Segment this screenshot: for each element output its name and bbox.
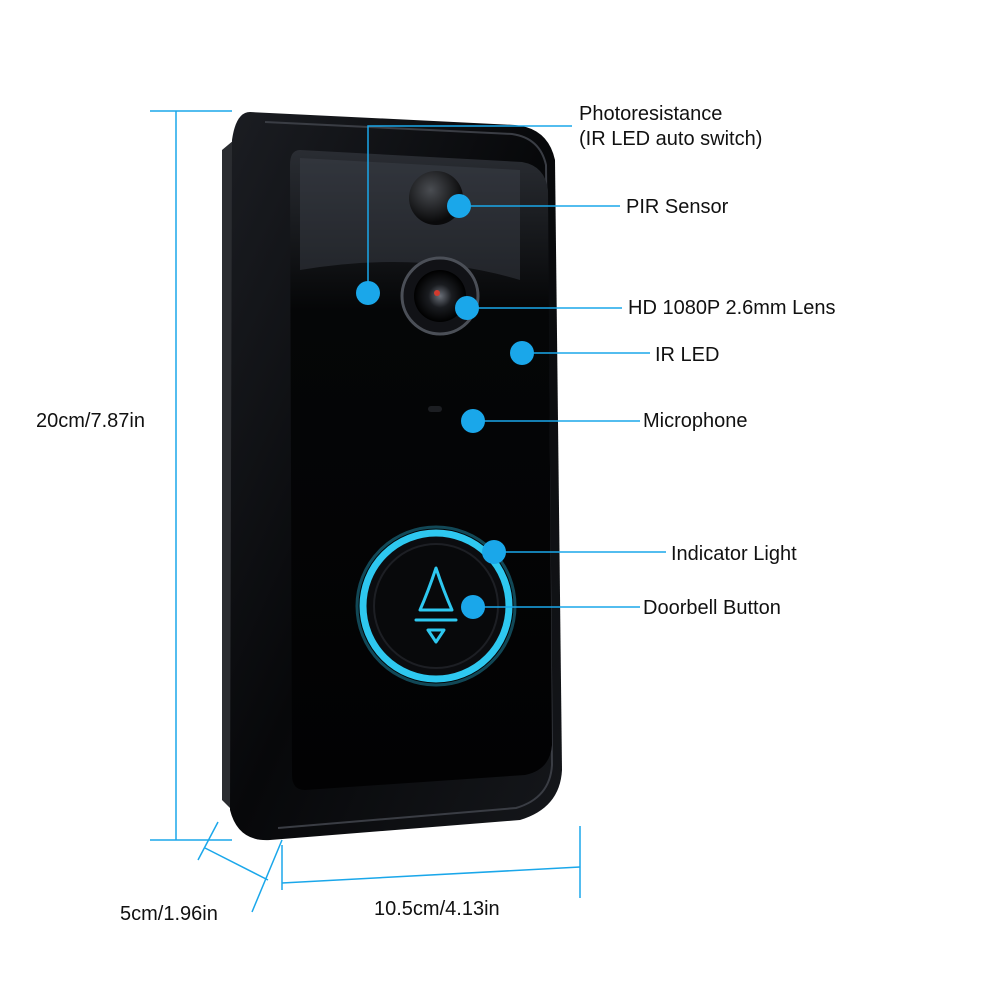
depth-dimension-label: 5cm/1.96in <box>120 903 218 925</box>
ir-led-dot <box>510 341 534 365</box>
height-dimension-label: 20cm/7.87in <box>36 410 145 432</box>
camera-lens-glass <box>414 270 466 322</box>
width-line <box>281 866 581 884</box>
camera-lens-dot <box>434 290 440 296</box>
callouts <box>367 125 666 608</box>
photoresistance-dot <box>356 281 380 305</box>
bell-icon <box>414 566 458 644</box>
lens-dot <box>455 296 479 320</box>
microphone-label: Microphone <box>643 410 748 432</box>
photoresistance-label: Photoresistance <box>579 103 722 125</box>
doorbell-device <box>222 112 562 841</box>
depth-line <box>204 847 269 881</box>
photoresistance-sublabel: (IR LED auto switch) <box>579 128 762 150</box>
microphone-hole <box>428 406 442 412</box>
pir-sensor-dot <box>447 194 471 218</box>
photoresistance-leader <box>367 125 572 293</box>
doorbell-button-dot <box>461 595 485 619</box>
pir-sensor-label: PIR Sensor <box>626 196 729 218</box>
width-dimension-label: 10.5cm/4.13in <box>374 898 500 920</box>
depth-tick-a <box>197 821 219 861</box>
lens-label: HD 1080P 2.6mm Lens <box>628 297 836 319</box>
face-reflection <box>300 158 520 280</box>
doorbell-button-label: Doorbell Button <box>643 597 781 619</box>
dimension-lines <box>150 110 581 913</box>
indicator-glow <box>355 525 517 687</box>
ir-led-label: IR LED <box>655 344 719 366</box>
indicator-light-dot <box>482 540 506 564</box>
shell-bevel <box>264 121 554 829</box>
microphone-dot <box>461 409 485 433</box>
depth-tick-b <box>251 839 283 913</box>
callout-dots <box>356 194 534 619</box>
indicator-light-label: Indicator Light <box>671 543 797 565</box>
doorbell-button[interactable] <box>373 543 499 669</box>
